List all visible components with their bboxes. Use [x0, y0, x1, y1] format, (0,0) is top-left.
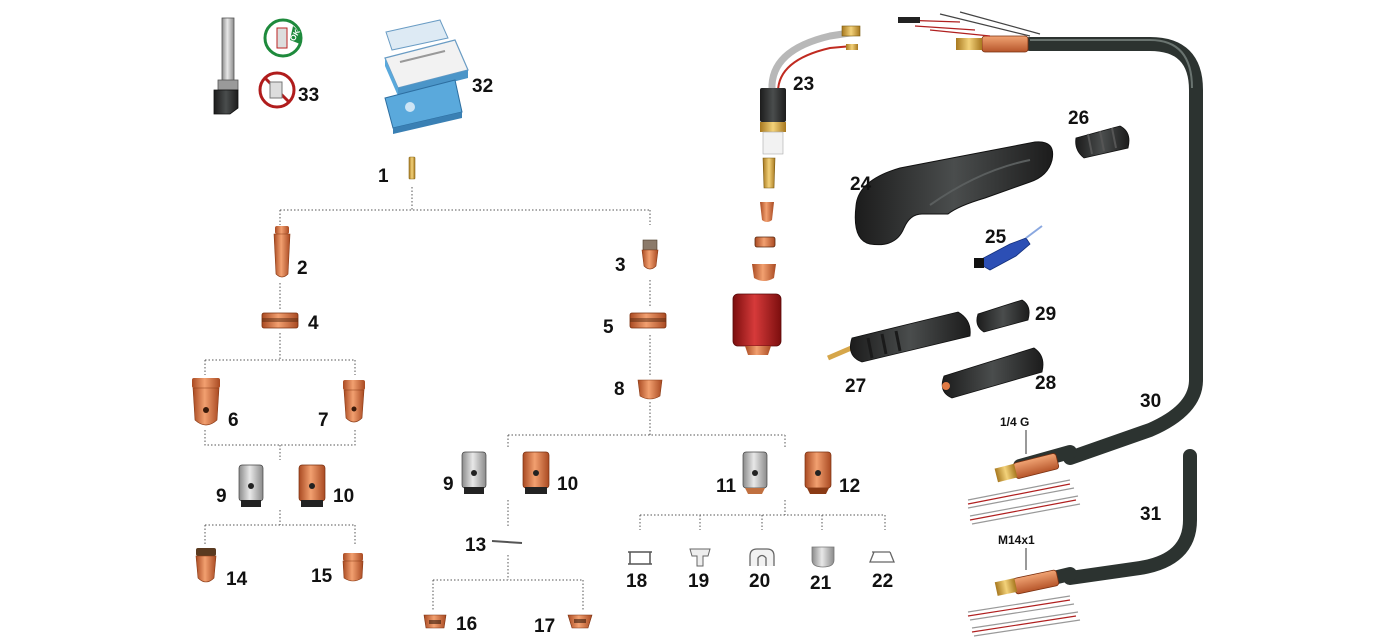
label-24: 24	[850, 174, 872, 195]
label-3: 3	[615, 255, 626, 276]
label-15: 15	[311, 566, 333, 587]
label-31: 31	[1140, 504, 1162, 525]
label-10-left: 10	[333, 486, 354, 507]
part-14-tip: 14	[195, 548, 248, 590]
part-31-hose: 31 M14x1	[967, 449, 1197, 637]
part-21-cup: 21	[810, 546, 835, 594]
thread-label-2: M14x1	[998, 533, 1035, 547]
part-8-tip: 8	[614, 379, 663, 400]
part-2-swirl-ring: 2	[273, 226, 308, 279]
label-26: 26	[1068, 108, 1089, 129]
part-6-tip: 6	[192, 378, 239, 431]
part-28-handle-sleeve: 28	[941, 347, 1056, 399]
part-30-hose: 30 1/4 G	[898, 11, 1203, 525]
label-22: 22	[872, 571, 893, 592]
part-17-spacer: 17	[534, 614, 593, 637]
label-12: 12	[839, 476, 860, 497]
torch-head-swirl	[760, 202, 774, 222]
label-4: 4	[308, 313, 319, 334]
part-12-nozzle: 12	[804, 451, 860, 497]
part-25-trigger-switch: 25	[974, 225, 1043, 271]
part-26-back-grip: 26	[1068, 108, 1130, 159]
label-23: 23	[793, 74, 814, 95]
label-25: 25	[985, 227, 1007, 248]
part-15-tip: 15	[311, 553, 364, 587]
label-6: 6	[228, 410, 239, 431]
part-3-contact: 3	[615, 239, 659, 276]
part-18-spacer: 18	[626, 551, 652, 592]
label-21: 21	[810, 573, 832, 594]
label-29: 29	[1035, 304, 1056, 325]
part-13-pin: 13	[465, 535, 523, 556]
label-18: 18	[626, 571, 647, 592]
part-22-spacer: 22	[869, 551, 895, 592]
label-19: 19	[688, 571, 709, 592]
thread-label-1: 1/4 G	[1000, 415, 1029, 429]
label-27: 27	[845, 376, 866, 397]
torch-head-ring	[754, 236, 776, 248]
part-7-tip: 7	[318, 380, 365, 431]
label-7: 7	[318, 410, 329, 431]
part-24-handle: 24	[850, 141, 1054, 246]
part-10-nozzle-left: 10	[298, 464, 354, 507]
label-14: 14	[226, 569, 248, 590]
torch-head-red-nozzle	[732, 293, 782, 355]
label-10-mid: 10	[557, 474, 578, 495]
part-9-nozzle-left: 9	[216, 464, 264, 507]
part-1-electrode: 1	[378, 156, 416, 187]
label-28: 28	[1035, 373, 1056, 394]
part-19-spacer: 19	[688, 548, 711, 592]
part-27-central-connector: 27	[827, 311, 971, 397]
label-5: 5	[603, 317, 614, 338]
part-33-electrode-gauge: OK 33	[213, 17, 319, 115]
part-20-spacer: 20	[749, 548, 775, 592]
label-11: 11	[716, 476, 737, 497]
part-29-sleeve: 29	[976, 299, 1056, 333]
part-32-package-boxes: 32	[384, 19, 493, 134]
part-9-nozzle-mid: 9	[443, 451, 487, 495]
part-10-nozzle-mid: 10	[522, 451, 578, 495]
torch-head-electrode	[762, 157, 776, 189]
label-9-left: 9	[216, 486, 227, 507]
label-2: 2	[297, 258, 308, 279]
label-20: 20	[749, 571, 770, 592]
part-23-torch-head: 23	[760, 25, 861, 155]
label-1: 1	[378, 166, 389, 187]
label-8: 8	[614, 379, 625, 400]
label-16: 16	[456, 614, 477, 635]
label-13: 13	[465, 535, 486, 556]
tree-connectors	[204, 187, 886, 610]
label-32: 32	[472, 76, 493, 97]
label-17: 17	[534, 616, 555, 637]
part-4-insulator-ring: 4	[261, 312, 319, 334]
label-9-mid: 9	[443, 474, 454, 495]
part-16-spacer: 16	[423, 614, 477, 635]
label-33: 33	[298, 85, 319, 106]
torch-head-tip	[752, 264, 776, 281]
part-11-nozzle: 11	[716, 451, 768, 497]
part-5-insulator-ring: 5	[603, 312, 667, 338]
label-30: 30	[1140, 391, 1161, 412]
